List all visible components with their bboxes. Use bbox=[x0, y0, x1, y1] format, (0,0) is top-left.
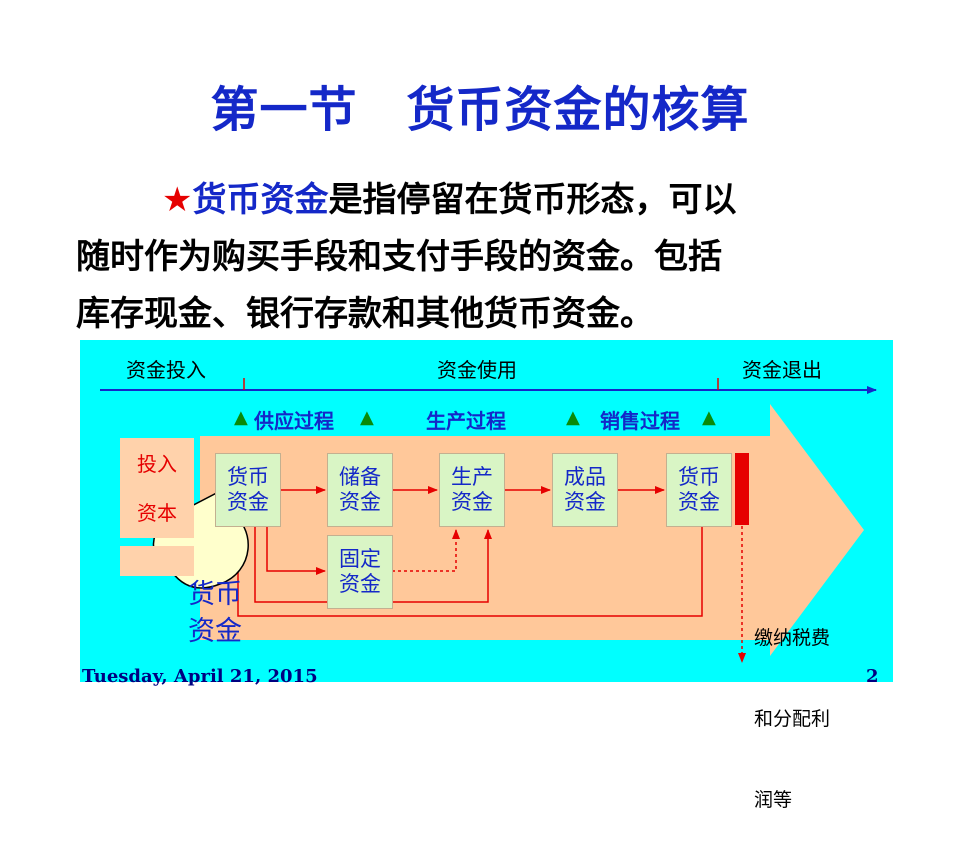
fund-box-line: 生产 bbox=[451, 465, 493, 489]
triangle-marker: ▲ bbox=[702, 407, 716, 428]
bubble-line-1: 货币 bbox=[188, 579, 242, 610]
definition-text-1: 是指停留在货币形态，可以 bbox=[328, 180, 737, 220]
fund-box-line: 资金 bbox=[564, 490, 606, 514]
fund-box-line: 资金 bbox=[227, 490, 269, 514]
fund-flow-diagram: 资金投入 资金使用 资金退出 ▲ 供应过程 ▲ 生产过程 ▲ 销售过程 ▲ 投入… bbox=[80, 340, 893, 811]
phase-label-exit: 资金退出 bbox=[742, 358, 822, 382]
triangle-marker: ▲ bbox=[234, 407, 248, 428]
footer-date: Tuesday, April 21, 2015 bbox=[82, 666, 318, 687]
triangle-marker: ▲ bbox=[566, 407, 580, 428]
fund-box-line: 资金 bbox=[451, 490, 493, 514]
fund-box-line: 资金 bbox=[678, 490, 720, 514]
definition-line-1: ★货币资金是指停留在货币形态，可以 bbox=[76, 172, 896, 229]
fund-box-money-end: 货币 资金 bbox=[666, 453, 732, 527]
exit-marker-bar bbox=[735, 453, 749, 525]
fund-box-line: 资金 bbox=[339, 490, 381, 514]
phase-label-input: 资金投入 bbox=[126, 358, 206, 382]
process-label-sales: 销售过程 bbox=[600, 409, 680, 433]
fund-box-money-start: 货币 资金 bbox=[215, 453, 281, 527]
slide-title: 第一节 货币资金的核算 bbox=[210, 82, 750, 138]
definition-paragraph: ★货币资金是指停留在货币形态，可以 随时作为购买手段和支付手段的资金。包括 库存… bbox=[76, 172, 896, 343]
term-highlight: 货币资金 bbox=[192, 180, 329, 220]
exit-note-line-1: 缴纳税费 bbox=[754, 627, 831, 649]
input-capital-box: 投入 资本 bbox=[120, 438, 194, 538]
footer-page-number: 2 bbox=[866, 666, 879, 687]
bubble-text: 货币 资金 bbox=[160, 576, 270, 650]
bubble-line-2: 资金 bbox=[188, 616, 242, 647]
fund-box-fixed: 固定 资金 bbox=[327, 535, 393, 609]
exit-note-line-3: 润等 bbox=[754, 789, 793, 811]
definition-line-3: 库存现金、银行存款和其他货币资金。 bbox=[76, 294, 654, 334]
fund-box-finished: 成品 资金 bbox=[552, 453, 618, 527]
fund-box-line: 货币 bbox=[227, 465, 269, 489]
fund-box-line: 资金 bbox=[339, 572, 381, 596]
triangle-marker: ▲ bbox=[360, 407, 374, 428]
fund-box-line: 成品 bbox=[564, 465, 606, 489]
process-label-supply: 供应过程 bbox=[254, 409, 334, 433]
flow-arrow-fixed-to-production bbox=[392, 529, 460, 572]
definition-line-2: 随时作为购买手段和支付手段的资金。包括 bbox=[76, 237, 722, 277]
fund-box-line: 货币 bbox=[678, 465, 720, 489]
fund-box-line: 储备 bbox=[339, 465, 381, 489]
fund-box-line: 固定 bbox=[339, 547, 381, 571]
flow-arrow-money-to-fixed bbox=[266, 526, 326, 575]
input-capital-box-lower bbox=[120, 546, 194, 576]
input-capital-line-2: 资本 bbox=[137, 501, 177, 525]
fund-box-reserve: 储备 资金 bbox=[327, 453, 393, 527]
star-icon: ★ bbox=[162, 180, 193, 220]
fund-box-production: 生产 资金 bbox=[439, 453, 505, 527]
input-capital-line-1: 投入 bbox=[137, 452, 177, 476]
phase-label-use: 资金使用 bbox=[437, 358, 517, 382]
process-label-production: 生产过程 bbox=[426, 409, 506, 433]
